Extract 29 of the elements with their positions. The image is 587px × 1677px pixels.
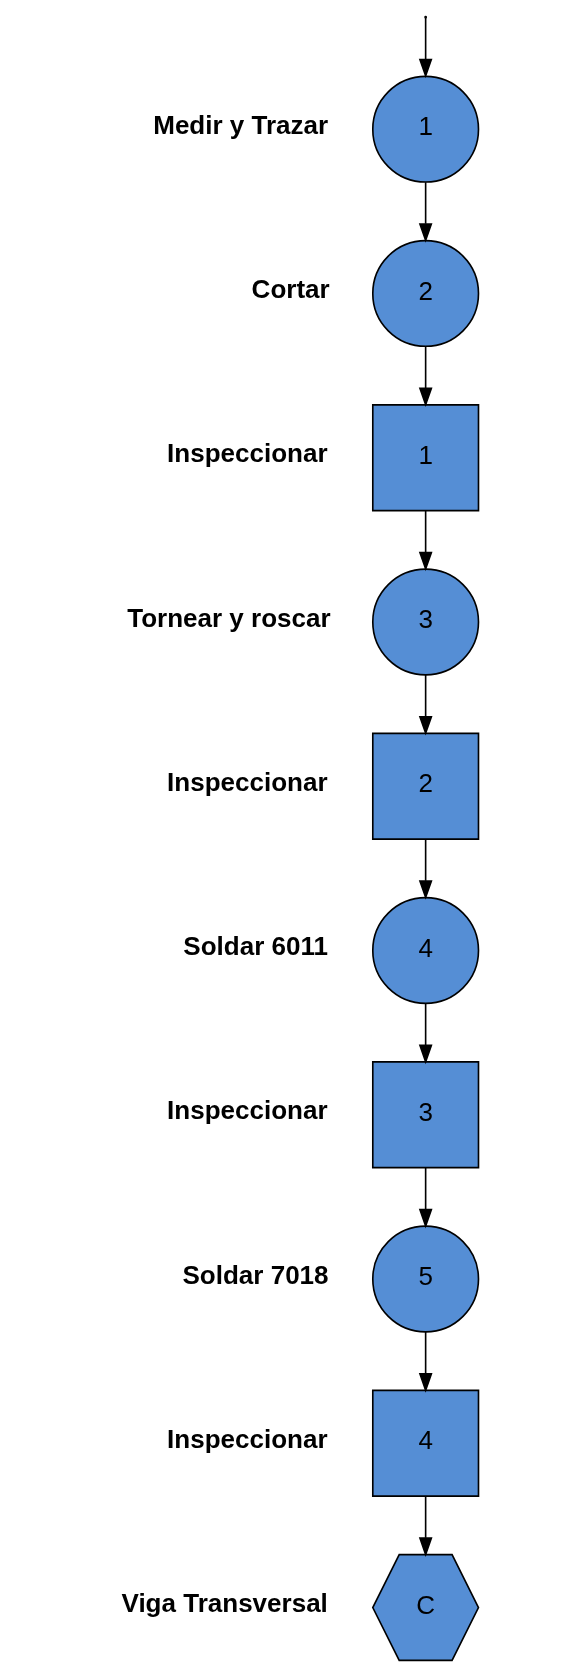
arrow	[418, 1166, 433, 1229]
arrow	[418, 674, 433, 736]
node-label: Inspeccionar	[167, 438, 328, 469]
node-box: 1	[371, 404, 480, 512]
node-label: Viga Transversal	[121, 1588, 328, 1619]
arrow	[418, 345, 433, 408]
arrow	[418, 1002, 433, 1065]
arrow	[418, 838, 433, 900]
node-label: Tornear y roscar	[127, 602, 331, 633]
node-label: Soldar 6011	[183, 931, 328, 962]
arrow	[418, 181, 433, 243]
node-box: 4	[371, 1389, 480, 1497]
arrow	[418, 509, 433, 572]
node-label: Inspeccionar	[167, 1095, 328, 1126]
node-circle: 1	[371, 75, 480, 183]
node-circle: 5	[371, 1225, 480, 1333]
node-circle: 3	[371, 568, 480, 676]
arrow	[418, 1495, 433, 1557]
node-label: Cortar	[251, 274, 330, 305]
node-circle: 4	[371, 896, 480, 1005]
node-label: Inspeccionar	[167, 1423, 328, 1454]
node-box: 3	[371, 1061, 480, 1169]
node-circle: 2	[371, 239, 480, 348]
node-box: 2	[371, 732, 480, 840]
arrow	[418, 17, 433, 79]
arrow	[418, 1331, 433, 1393]
node-label: Inspeccionar	[167, 766, 328, 797]
node-label: Soldar 7018	[182, 1259, 329, 1290]
node-label: Medir y Trazar	[153, 109, 329, 140]
